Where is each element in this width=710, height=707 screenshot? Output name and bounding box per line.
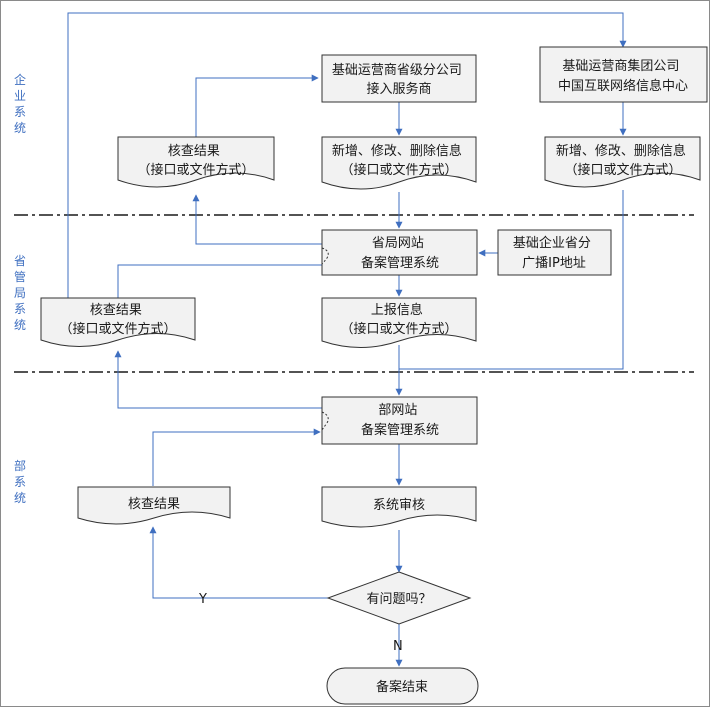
node-ip-label: 基础企业省分 广播IP地址 bbox=[513, 235, 595, 271]
arrow-prov-site-to-result bbox=[192, 194, 322, 245]
arrow-result-to-group bbox=[67, 12, 627, 298]
node-sys-review bbox=[321, 486, 477, 528]
node-prov-isp-label: 基础运营商省级分公司 接入服务商 bbox=[332, 63, 466, 97]
node-prov-site-label: 省局网站 备案管理系统 bbox=[361, 236, 439, 271]
lane-label-enterprise: 企 业 系 统 bbox=[14, 72, 30, 135]
node-report-label: 上报信息 （接口或文件方式） bbox=[340, 302, 457, 337]
node-ip bbox=[497, 229, 612, 276]
node-prov-result bbox=[40, 297, 196, 347]
node-ent-result-label: 核查结果 （接口或文件方式） bbox=[137, 144, 254, 178]
label-no: N bbox=[393, 639, 403, 654]
arrow-decision-yes bbox=[149, 526, 328, 599]
node-ent-change-right-label: 新增、修改、删除信息 （接口或文件方式） bbox=[556, 143, 690, 178]
arrow-prov-site-to-prov-result bbox=[117, 264, 322, 298]
node-min-site bbox=[321, 396, 478, 445]
node-prov-site-connector-mark bbox=[321, 247, 329, 265]
arrow-min-site-to-prov-result bbox=[114, 350, 322, 409]
node-ent-change-right bbox=[544, 136, 701, 188]
node-end-label: 备案结束 bbox=[376, 679, 428, 695]
node-ent-change-left-label: 新增、修改、删除信息 （接口或文件方式） bbox=[332, 143, 466, 178]
node-min-result bbox=[77, 486, 231, 525]
label-yes: Y bbox=[198, 592, 207, 607]
arrow-result-to-prov-isp bbox=[195, 74, 319, 137]
node-min-result-label: 核查结果 bbox=[128, 497, 180, 512]
node-sys-review-label: 系统审核 bbox=[373, 498, 425, 513]
arrow-change-right-to-ministry bbox=[399, 190, 624, 370]
node-end bbox=[326, 667, 479, 705]
node-ent-result bbox=[117, 136, 275, 188]
node-group-isp bbox=[539, 46, 708, 103]
node-min-site-connector-mark bbox=[321, 411, 329, 431]
node-prov-site bbox=[321, 229, 478, 276]
node-min-site-label: 部网站 备案管理系统 bbox=[361, 403, 439, 438]
node-group-isp-label: 基础运营商集团公司 中国互联网络信息中心 bbox=[558, 58, 688, 94]
node-prov-result-label: 核查结果 （接口或文件方式） bbox=[59, 303, 176, 337]
node-report bbox=[321, 297, 477, 348]
lane-label-ministry: 部 系 统 bbox=[14, 458, 30, 505]
node-decision-label: 有问题吗？ bbox=[366, 592, 431, 607]
lane-label-province: 省 管 局 系 统 bbox=[14, 254, 30, 332]
node-decision bbox=[326, 571, 472, 625]
node-prov-isp bbox=[321, 54, 477, 103]
node-ent-change-left bbox=[321, 136, 477, 190]
arrow-min-result-to-min-site bbox=[152, 428, 321, 486]
